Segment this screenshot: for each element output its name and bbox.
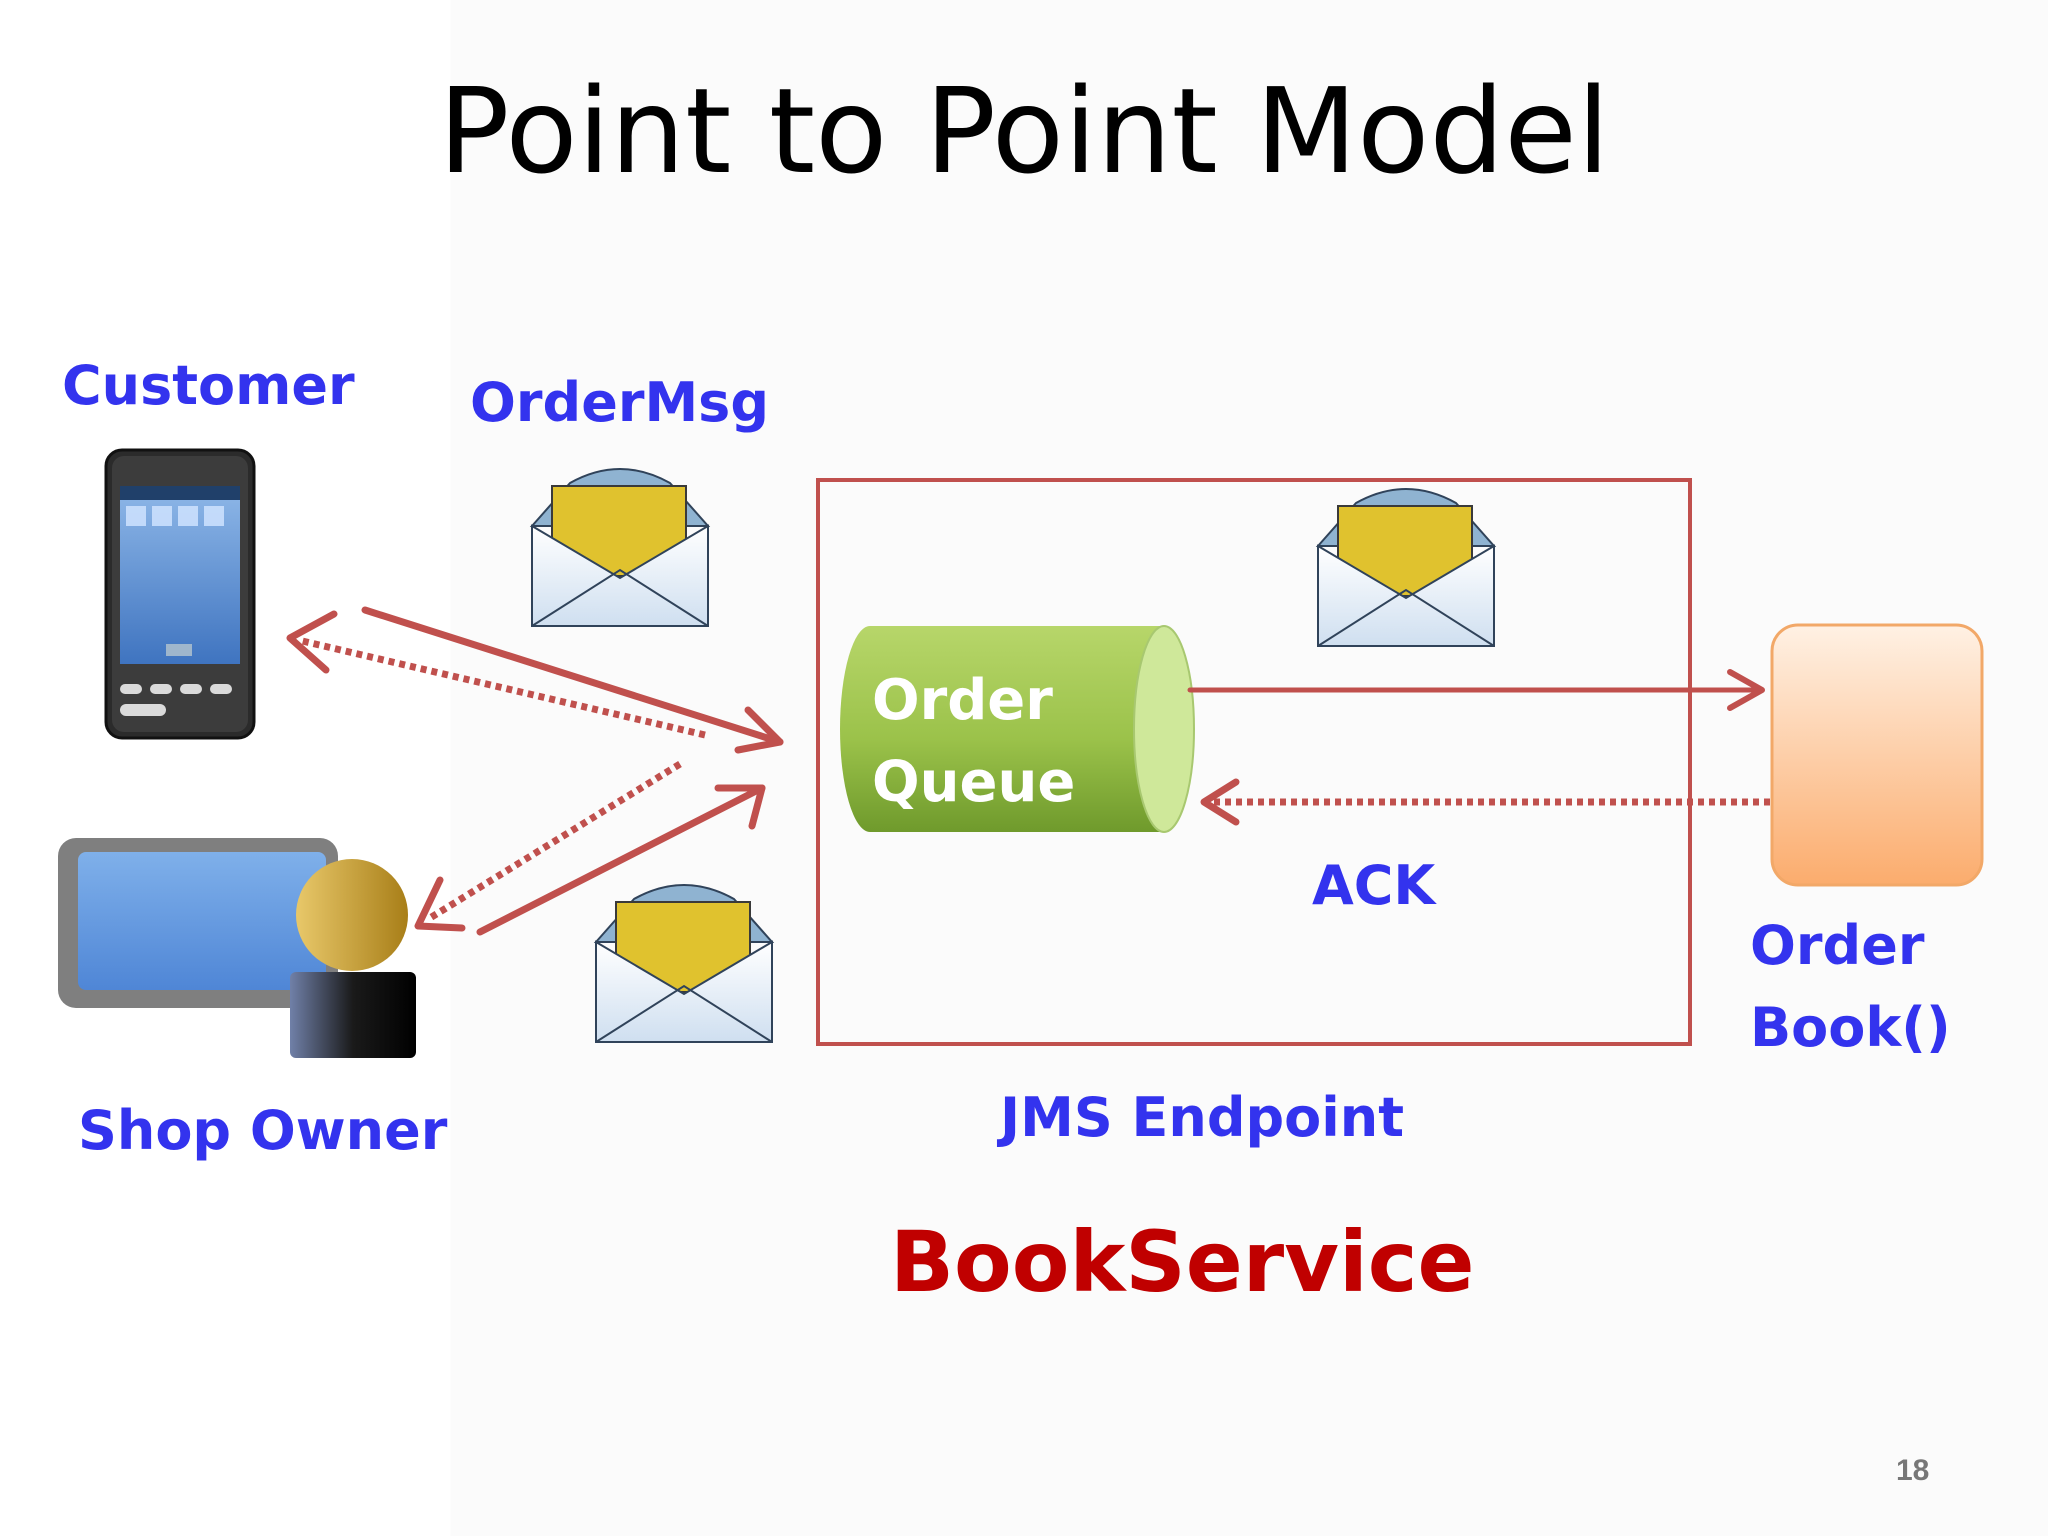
jms-endpoint-label: JMS Endpoint — [1000, 1086, 1405, 1149]
order-msg-label: OrderMsg — [470, 371, 769, 434]
order-book-label-line2: Book() — [1750, 996, 1951, 1059]
order-book-label: Order Book() — [1750, 905, 1951, 1069]
order-queue-label: Order Queue — [872, 660, 1075, 824]
mobile-phone-icon — [104, 448, 256, 740]
order-book-label-line1: Order — [1750, 914, 1925, 977]
jms-endpoint-box — [816, 478, 1692, 1046]
user-at-monitor-icon — [58, 838, 416, 1058]
customer-to-queue-arrow — [361, 606, 784, 754]
order-queue-label-line2: Queue — [872, 750, 1076, 815]
ack-label: ACK — [1312, 854, 1436, 917]
envelope-icon — [1315, 488, 1497, 647]
shop-owner-label: Shop Owner — [78, 1099, 448, 1162]
order-queue-cylinder — [840, 625, 1195, 833]
page-number: 18 — [1896, 1454, 1930, 1487]
envelope-icon — [529, 468, 711, 627]
orderbook-to-queue-ack-arrow — [1200, 778, 1770, 826]
slide-title: Point to Point Model — [438, 62, 1610, 200]
queue-to-customer-ack-arrow — [286, 610, 706, 739]
order-book-box — [1770, 623, 1984, 887]
shopowner-to-queue-arrow — [476, 784, 766, 936]
queue-to-shopowner-ack-arrow — [414, 761, 682, 932]
order-queue-label-line1: Order — [872, 668, 1053, 733]
book-service-label: BookService — [890, 1213, 1475, 1311]
customer-label: Customer — [62, 354, 355, 417]
envelope-icon — [593, 884, 775, 1043]
queue-to-orderbook-arrow — [1187, 669, 1765, 711]
